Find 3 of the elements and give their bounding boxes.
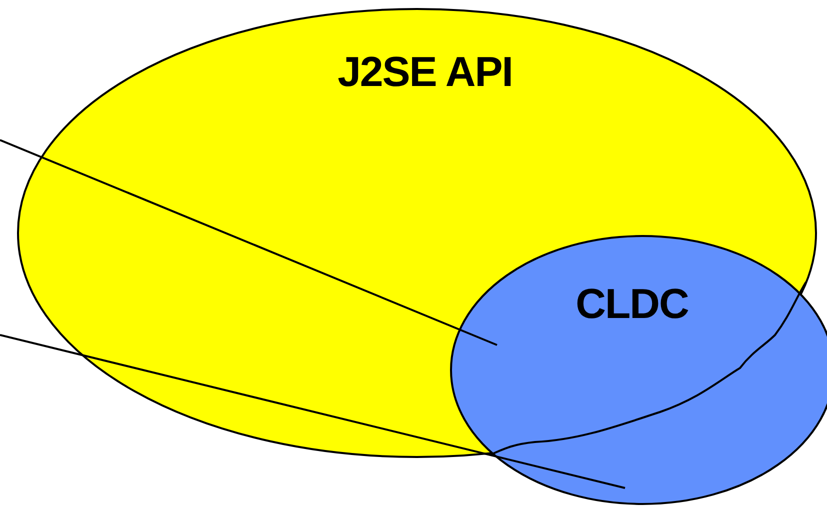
set-label: J2SE API — [338, 48, 512, 96]
set-label: CLDC — [576, 280, 688, 328]
leader-line — [0, 139, 498, 346]
